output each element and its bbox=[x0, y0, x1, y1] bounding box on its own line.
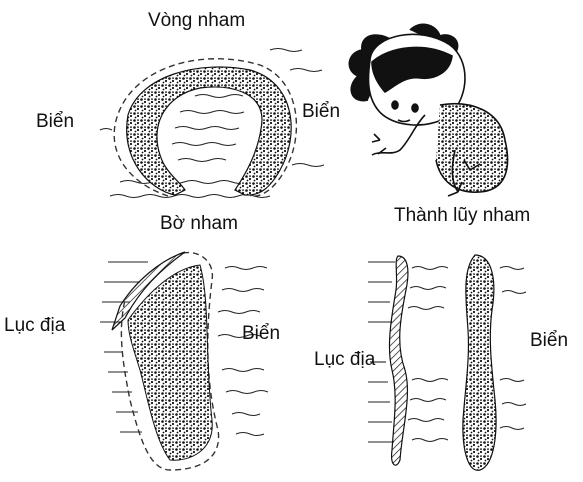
label-atoll: Vòng nham bbox=[148, 11, 245, 30]
label-sea-bottom-right: Biển bbox=[530, 331, 568, 350]
label-sea-left: Biển bbox=[36, 112, 74, 131]
label-sea-bottom-left: Biển bbox=[242, 324, 280, 343]
label-barrier-reef: Thành lũy nham bbox=[394, 206, 530, 225]
label-sea-right: Biển bbox=[302, 102, 340, 121]
label-land-right: Lục địa bbox=[314, 350, 375, 369]
barrier-reef-sketch bbox=[368, 255, 526, 470]
barrier-reef-wall bbox=[463, 255, 496, 470]
girl-with-coral-sketch bbox=[349, 24, 507, 196]
fringing-reef-sketch bbox=[100, 252, 268, 470]
label-land-left: Lục địa bbox=[4, 316, 65, 335]
label-fringing-reef: Bờ nham bbox=[160, 214, 238, 233]
barrier-coastline-strip bbox=[389, 256, 407, 465]
atoll-sketch bbox=[100, 49, 324, 198]
atoll-reef-ring bbox=[127, 67, 291, 195]
fringing-water-lines bbox=[218, 267, 268, 436]
